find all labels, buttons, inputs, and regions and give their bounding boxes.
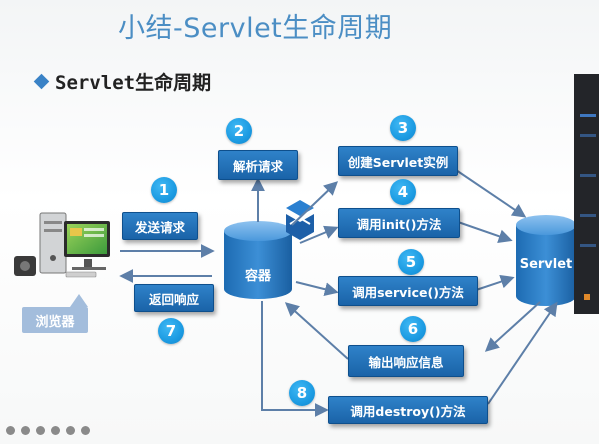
magnifier-icon[interactable] [51,426,60,435]
computer-icon [14,212,110,278]
playback-toolbar [6,426,90,435]
step-4-box: 调用init()方法 [338,208,460,238]
side-panel [574,74,599,314]
play-icon[interactable] [21,426,30,435]
step-7-box: 返回响应 [134,284,214,312]
step-3-number: 3 [390,115,416,141]
pen-icon[interactable] [36,426,45,435]
container-label: 容器 [244,269,271,284]
step-1-box: 发送请求 [122,212,198,240]
flow-arrows [119,169,558,417]
slide-title: 小结-Servlet生命周期 [118,13,393,44]
servlet-label: Servlet [519,257,573,272]
step-4-number: 4 [390,179,416,205]
subtitle: Servlet生命周期 [55,71,212,94]
step-7-number: 7 [158,318,184,344]
step-3-box: 创建Servlet实例 [338,146,458,176]
step-2-box: 解析请求 [218,150,298,180]
browser-label-pointer [70,294,88,307]
subtitle-row: Servlet生命周期 [33,66,212,96]
prev-icon[interactable] [6,426,15,435]
step-2-number: 2 [226,118,252,144]
step-5-number: 5 [398,249,424,275]
servlet-cylinder [516,215,576,306]
step-1-number: 1 [151,177,177,203]
more-icon[interactable] [81,426,90,435]
step-6-box: 输出响应信息 [348,345,464,377]
logo-icon [286,200,314,240]
step-8-box: 调用destroy()方法 [328,396,488,424]
camera-icon[interactable] [66,426,75,435]
step-6-number: 6 [400,316,426,342]
browser-label: 浏览器 [22,307,88,333]
step-8-number: 8 [289,380,315,406]
container-cylinder [224,221,292,299]
step-5-box: 调用service()方法 [338,276,478,306]
